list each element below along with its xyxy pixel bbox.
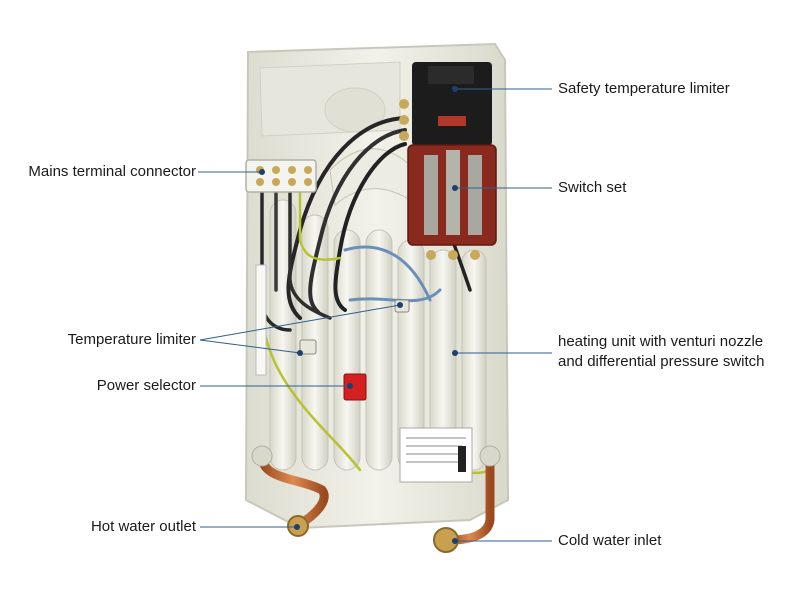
dot-temperature-limiter-b	[397, 302, 403, 308]
label-temperature-limiter: Temperature limiter	[67, 331, 196, 348]
label-power-selector: Power selector	[96, 377, 196, 394]
switch-set-component	[407, 144, 497, 260]
dot-safety-temperature-limiter	[452, 86, 458, 92]
label-safety-temperature-limiter: Safety temperature limiter	[558, 80, 730, 97]
dot-temperature-limiter-a	[297, 350, 303, 356]
power-selector-component	[343, 373, 367, 401]
label-heating-unit-line2: and differential pressure switch	[558, 353, 765, 370]
leader-lines	[198, 88, 552, 542]
dot-mains-terminal-connector	[259, 169, 265, 175]
safety-temperature-limiter-component	[399, 62, 492, 146]
housing-stickers	[255, 264, 473, 483]
mains-terminal-block	[245, 159, 317, 193]
dot-power-selector	[347, 383, 353, 389]
leader-temperature-limiter-b	[199, 304, 401, 341]
label-cold-water-inlet: Cold water inlet	[558, 532, 662, 549]
dot-cold-water-inlet	[452, 538, 458, 544]
hot-water-outlet-pipe	[251, 445, 329, 537]
label-mains-terminal-connector: Mains terminal connector	[28, 163, 196, 180]
label-switch-set: Switch set	[558, 179, 627, 196]
label-hot-water-outlet: Hot water outlet	[90, 518, 196, 535]
label-heating-unit-line1: heating unit with venturi nozzle	[558, 333, 764, 350]
leader-dots	[259, 86, 458, 544]
dot-heating-unit	[452, 350, 458, 356]
leader-temperature-limiter-a	[199, 339, 301, 354]
dot-switch-set	[452, 185, 458, 191]
dot-hot-water-outlet	[294, 524, 300, 530]
